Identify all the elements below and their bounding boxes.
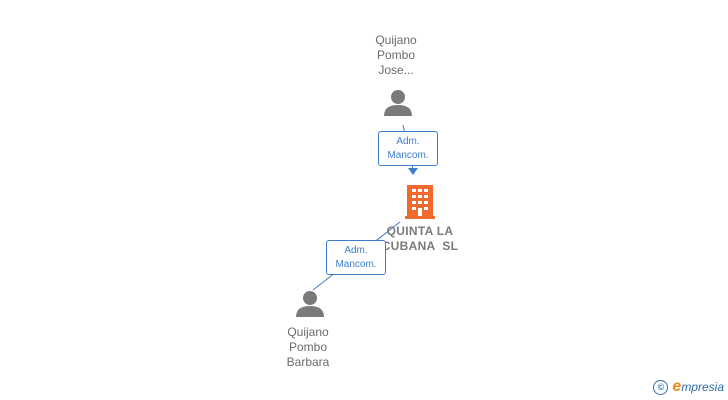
name-line: CUBANA SL (381, 239, 459, 253)
person-name-bottom[interactable]: Quijano Pombo Barbara (263, 325, 353, 370)
name-line: Quijano (375, 33, 417, 47)
relation-line: Mancom. (387, 150, 429, 161)
name-line: Pombo (376, 48, 416, 62)
relation-line: Mancom. (335, 259, 377, 270)
empresia-logo: © e mpresia (653, 378, 724, 396)
person-name-top[interactable]: Quijano Pombo Jose... (351, 33, 441, 78)
name-line: Barbara (286, 355, 330, 369)
person-icon[interactable] (384, 90, 412, 116)
brand-initial: e (672, 378, 682, 395)
company-name[interactable]: QUINTA LA CUBANA SL (360, 224, 480, 254)
copyright-icon: © (653, 379, 669, 395)
name-line: QUINTA LA (386, 224, 454, 238)
person-icon[interactable] (296, 291, 324, 317)
relation-label-top[interactable]: Adm. Mancom. (378, 131, 438, 166)
arrow-head-icon (408, 168, 418, 175)
relation-line: Adm. (396, 136, 420, 147)
name-line: Jose... (378, 63, 414, 77)
relation-label-bottom[interactable]: Adm. Mancom. (326, 240, 386, 275)
relation-line: Adm. (344, 245, 368, 256)
name-line: Pombo (288, 340, 328, 354)
building-icon[interactable] (405, 185, 435, 219)
name-line: Quijano (287, 325, 329, 339)
brand-name: mpresia (681, 380, 724, 394)
